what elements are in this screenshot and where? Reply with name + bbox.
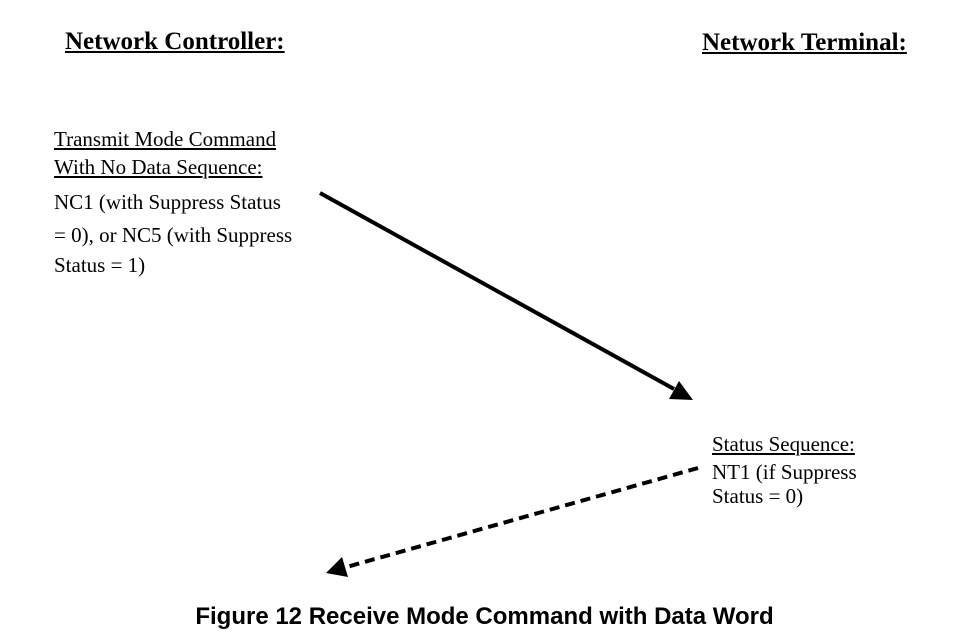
command-arrowhead <box>669 381 693 400</box>
transmit-command-body-line2: = 0), or NC5 (with Suppress <box>54 223 293 247</box>
command-arrow-line <box>319 191 675 391</box>
status-arrow-line <box>342 466 699 570</box>
network-controller-heading: Network Controller: <box>65 28 285 55</box>
status-sequence-body-line2: Status = 0) <box>712 484 804 508</box>
network-terminal-heading: Network Terminal: <box>702 29 907 56</box>
transmit-command-body-line3: Status = 1) <box>54 253 146 277</box>
status-arrowhead <box>326 557 348 577</box>
transmit-command-title-line2: With No Data Sequence: <box>54 155 263 179</box>
figure-caption: Figure 12 Receive Mode Command with Data… <box>195 603 774 630</box>
command-arrow <box>319 191 693 400</box>
status-arrow <box>326 466 699 577</box>
status-sequence-title: Status Sequence: <box>712 432 855 456</box>
transmit-command-body-line1: NC1 (with Suppress Status <box>54 190 281 214</box>
status-sequence-body-line1: NT1 (if Suppress <box>712 460 857 484</box>
transmit-command-title-line1: Transmit Mode Command <box>54 127 277 151</box>
